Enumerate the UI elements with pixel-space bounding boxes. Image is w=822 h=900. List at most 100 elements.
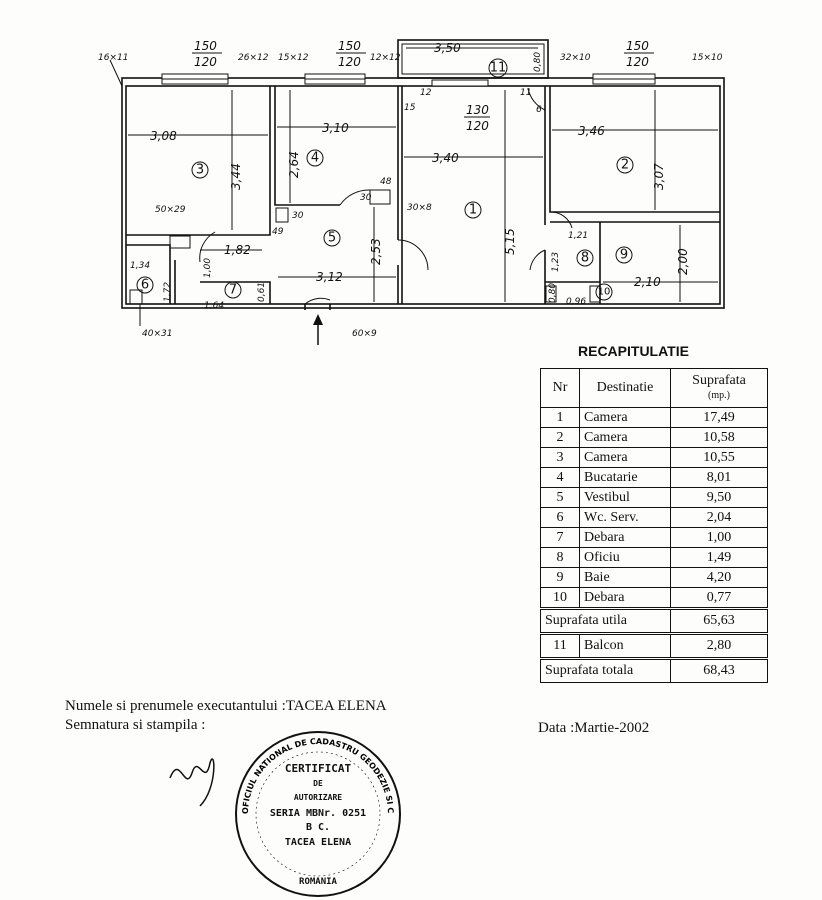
svg-text:120: 120 (626, 55, 649, 69)
svg-text:10: 10 (598, 287, 611, 298)
room-4: 4 (306, 149, 324, 167)
svg-text:15×10: 15×10 (692, 53, 723, 63)
svg-text:TACEA ELENA: TACEA ELENA (285, 837, 351, 848)
opening-labels: 16×11 26×12 15×12 12×12 32×10 15×10 50×2… (98, 53, 723, 339)
svg-text:30×8: 30×8 (407, 203, 432, 213)
svg-text:32×10: 32×10 (560, 53, 591, 63)
svg-text:150: 150 (194, 39, 217, 53)
cell-sup: 10,55 (670, 447, 768, 468)
recap-title: RECAPITULATIE (578, 343, 689, 359)
svg-text:11: 11 (490, 61, 507, 76)
executant-block: Numele si prenumele executantului :TACEA… (65, 697, 387, 735)
cell-nr: 6 (540, 507, 580, 528)
svg-text:11: 11 (520, 88, 531, 98)
balcony (397, 39, 549, 79)
svg-text:2,64: 2,64 (287, 151, 301, 178)
svg-text:130: 130 (466, 103, 489, 117)
svg-text:8: 8 (581, 251, 589, 266)
cell-sup: 9,50 (670, 487, 768, 508)
svg-text:4: 4 (311, 151, 319, 166)
svg-text:1: 1 (469, 203, 477, 218)
svg-text:2,00: 2,00 (676, 248, 690, 275)
cell-nr: 5 (540, 487, 580, 508)
svg-text:9: 9 (620, 248, 628, 263)
cell-sup: 4,20 (670, 567, 768, 588)
svg-text:150: 150 (338, 39, 361, 53)
document-date: Data :Martie-2002 (538, 720, 650, 736)
svg-text:1,34: 1,34 (130, 261, 150, 271)
cell-dest: Baie (579, 567, 671, 588)
svg-text:1,82: 1,82 (224, 243, 251, 257)
svg-text:5: 5 (328, 231, 336, 246)
signature (169, 758, 215, 807)
cell-sup: 0,77 (670, 587, 768, 609)
room-7: 7 (224, 281, 242, 299)
svg-text:60×9: 60×9 (352, 329, 377, 339)
cell-dest: Debara (579, 587, 671, 609)
cell-dest: Camera (579, 407, 671, 428)
cell-sup: 10,58 (670, 427, 768, 448)
svg-text:120: 120 (194, 55, 217, 69)
svg-text:ROMANIA: ROMANIA (299, 877, 338, 887)
cell-dest: Oficiu (579, 547, 671, 568)
svg-text:30: 30 (292, 211, 304, 221)
svg-text:12: 12 (420, 88, 432, 98)
cell-dest: Camera (579, 427, 671, 448)
svg-text:6: 6 (536, 105, 542, 115)
svg-text:3,46: 3,46 (578, 124, 605, 138)
svg-text:0,61: 0,61 (257, 282, 267, 302)
svg-text:DE: DE (313, 779, 323, 788)
cell-nr: 9 (540, 567, 580, 588)
cell-sup: 8,01 (670, 467, 768, 488)
cell-dest: Bucatarie (579, 467, 671, 488)
svg-text:3: 3 (196, 163, 204, 178)
svg-text:1,00: 1,00 (203, 258, 213, 278)
table-header: Nr Destinatie Suprafata(mp.) (540, 368, 768, 408)
cell-nr: 8 (540, 547, 580, 568)
svg-text:30: 30 (360, 193, 372, 203)
svg-text:7: 7 (229, 283, 237, 298)
svg-text:1,64: 1,64 (204, 301, 224, 311)
svg-text:1,21: 1,21 (568, 231, 588, 241)
room-5: 5 (323, 229, 341, 247)
svg-text:0,80: 0,80 (548, 283, 558, 303)
cell-nr: 1 (540, 407, 580, 428)
cell-sup: 17,49 (670, 407, 768, 428)
svg-text:AUTORIZARE: AUTORIZARE (294, 793, 342, 802)
cell-nr: 10 (540, 587, 580, 609)
svg-text:120: 120 (466, 119, 489, 133)
official-stamp: OFICIUL NATIONAL DE CADASTRU GEODEZIE SI… (228, 722, 401, 897)
svg-text:15: 15 (404, 103, 416, 113)
svg-text:120: 120 (338, 55, 361, 69)
svg-text:0,80: 0,80 (533, 52, 543, 72)
svg-text:50×29: 50×29 (155, 205, 186, 215)
svg-text:0,96: 0,96 (566, 297, 586, 307)
svg-text:2,53: 2,53 (369, 238, 383, 265)
svg-text:3,08: 3,08 (150, 129, 177, 143)
svg-text:5,15: 5,15 (503, 228, 517, 255)
room-labels: 3 4 1 2 5 6 7 8 9 10 11 (136, 58, 634, 301)
cell-dest: Camera (579, 447, 671, 468)
svg-text:1,23: 1,23 (551, 252, 561, 272)
room-11: 11 (488, 58, 508, 78)
ventilation-shafts (129, 189, 601, 305)
svg-text:B C.: B C. (306, 822, 330, 833)
svg-text:CERTIFICAT: CERTIFICAT (285, 762, 352, 775)
cell-nr: 4 (540, 467, 580, 488)
svg-text:3,40: 3,40 (432, 151, 459, 165)
svg-text:2: 2 (621, 158, 629, 173)
room-6: 6 (136, 276, 154, 294)
svg-text:12×12: 12×12 (370, 53, 401, 63)
interior-walls (126, 86, 720, 310)
